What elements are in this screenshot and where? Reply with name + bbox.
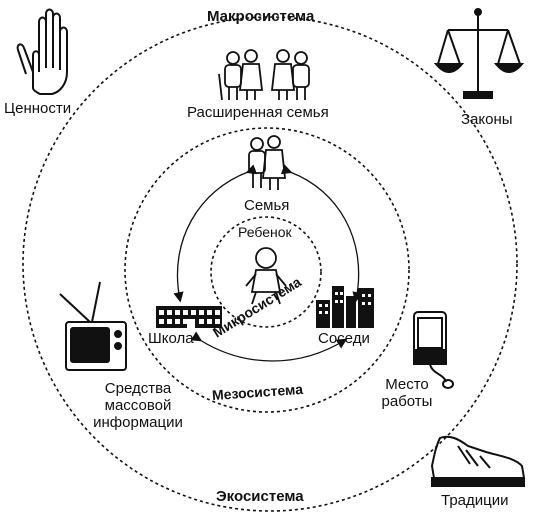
hand-icon: [16, 8, 68, 95]
arrow-family-neighbors: [280, 164, 363, 303]
city-buildings-icon: [316, 286, 374, 328]
baby-icon: [245, 247, 287, 305]
mesosystem-circle: [124, 127, 410, 413]
extended-family-label: Расширенная семья: [187, 104, 329, 121]
exosystem-circle: [22, 16, 518, 512]
arrow-family-school: [173, 164, 258, 303]
media-label-line2: массовой: [104, 397, 172, 414]
media-label-line3: информации: [93, 414, 183, 431]
child-label: Ребенок: [238, 224, 292, 240]
values-label: Ценности: [4, 100, 72, 117]
media-label: Средства массовой информации: [86, 380, 190, 431]
computer-mouse-icon: [413, 311, 454, 389]
school-building-icon: [156, 306, 222, 328]
sneaker-icon: [430, 435, 526, 487]
family-label: Семья: [244, 197, 290, 214]
workplace-label-line2: работы: [381, 393, 433, 410]
macrosystem-label: Макросистема: [207, 8, 315, 25]
workplace-label-line1: Место: [385, 376, 429, 393]
laws-label: Законы: [461, 111, 513, 128]
workplace-label: Место работы: [372, 376, 442, 410]
traditions-label: Традиции: [441, 492, 509, 509]
extended-family-icon: [218, 49, 310, 101]
exosystem-label: Экосистема: [216, 488, 304, 505]
arrow-school-neighbors: [190, 331, 348, 362]
tv-icon: [59, 281, 127, 371]
scales-icon: [433, 8, 525, 99]
neighbors-label: Соседи: [318, 330, 370, 347]
media-label-line1: Средства: [104, 380, 172, 397]
family-icon: [248, 135, 287, 190]
school-label: Школа: [148, 330, 194, 347]
